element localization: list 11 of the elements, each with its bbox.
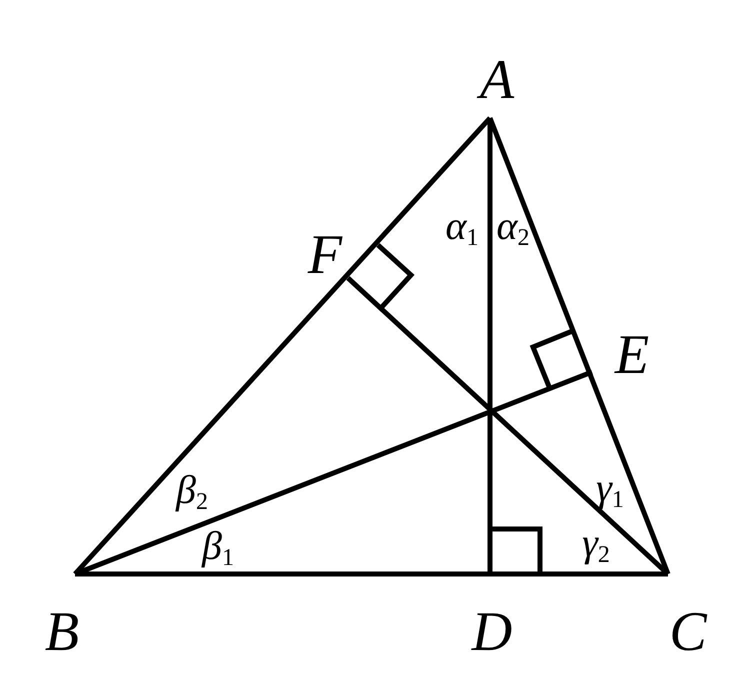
angle-label: γ$_{2}$: [582, 523, 610, 567]
point-label: F: [308, 227, 342, 283]
angle-label: β$_{1}$: [202, 526, 234, 570]
angle-label: α$_{2}$: [496, 206, 530, 250]
point-label: D: [472, 604, 512, 660]
angle-label: α$_{1}$: [446, 206, 478, 250]
point-label: E: [614, 327, 650, 383]
angle-label: β$_{2}$: [176, 470, 208, 514]
angle-label: γ$_{1}$: [596, 468, 624, 512]
point-label: B: [44, 604, 80, 660]
point-label: C: [669, 604, 707, 660]
